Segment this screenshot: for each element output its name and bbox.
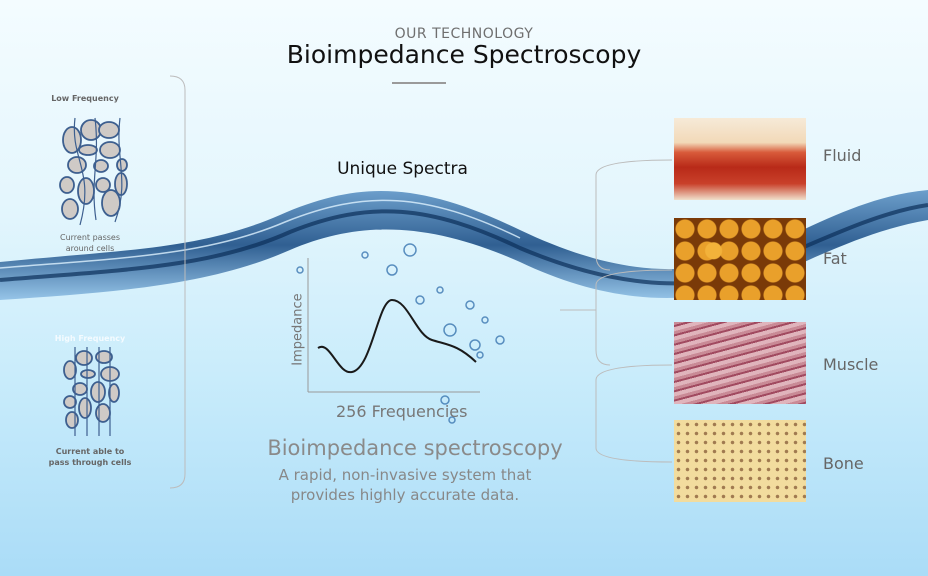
caption-line: Current able to	[55, 447, 125, 456]
feature-heading: Bioimpedance spectroscopy	[267, 436, 563, 460]
caption-line: pass through cells	[48, 458, 132, 467]
low-frequency-label: Low Frequency	[51, 94, 119, 103]
high-frequency-cells-diagram	[63, 350, 120, 429]
high-frequency-label: High Frequency	[54, 334, 126, 343]
tissue-label-fat: Fat	[823, 249, 847, 268]
spectra-title: Unique Spectra	[337, 159, 468, 179]
fluid-tissue-image	[674, 118, 806, 200]
tissue-label-muscle: Muscle	[823, 355, 879, 374]
fat-tissue-image	[674, 218, 806, 300]
title-divider	[392, 82, 446, 84]
low-frequency-caption: Current passes around cells	[40, 232, 140, 254]
muscle-tissue-image	[674, 322, 806, 404]
bone-tissue-image	[674, 420, 806, 502]
page-title: Bioimpedance Spectroscopy	[286, 40, 642, 69]
caption-line: Current passes	[60, 233, 120, 242]
high-frequency-caption: Current able to pass through cells	[40, 446, 140, 468]
feature-description: A rapid, non-invasive system that provid…	[278, 466, 532, 504]
tissue-label-fluid: Fluid	[823, 146, 862, 165]
caption-line: around cells	[65, 244, 115, 253]
tissue-label-bone: Bone	[823, 454, 864, 473]
section-eyebrow: OUR TECHNOLOGY	[394, 26, 534, 42]
impedance-curve	[317, 298, 477, 374]
low-frequency-cells-diagram	[59, 119, 128, 220]
spectra-chart	[307, 258, 480, 393]
x-axis-label: 256 Frequencies	[336, 402, 468, 421]
y-axis-label: Impedance	[290, 293, 306, 366]
